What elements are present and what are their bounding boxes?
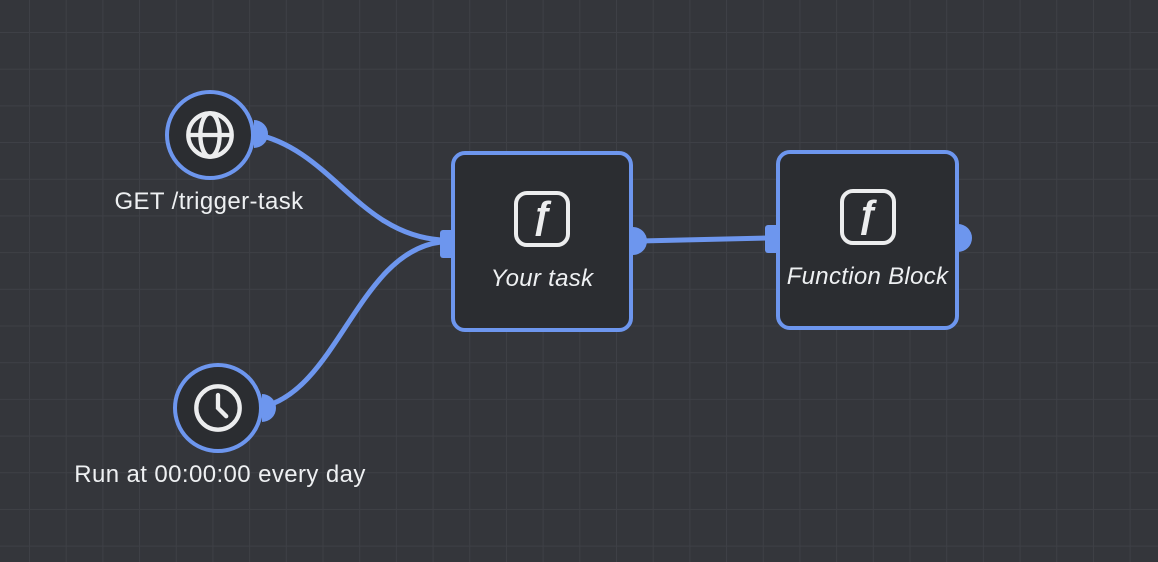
function-glyph: ƒ: [531, 195, 553, 237]
input-port[interactable]: [440, 230, 452, 258]
node-your-task[interactable]: ƒ Your task: [440, 151, 647, 332]
input-port[interactable]: [765, 225, 777, 253]
output-port[interactable]: [262, 394, 276, 422]
output-port[interactable]: [254, 120, 268, 148]
node-label-http-trigger: GET /trigger-task: [114, 188, 304, 215]
output-port[interactable]: [633, 227, 647, 255]
globe-icon: [186, 111, 234, 159]
node-function-block[interactable]: ƒ Function Block: [765, 150, 972, 330]
wire-http-trigger-to-your-task[interactable]: [252, 131, 444, 243]
node-label-function-block: Function Block: [786, 263, 949, 290]
function-icon: ƒ: [514, 190, 570, 247]
function-glyph: ƒ: [856, 193, 879, 236]
node-http-trigger[interactable]: [165, 90, 268, 180]
wire-your-task-to-function-block[interactable]: [637, 235, 771, 244]
node-label-your-task: Your task: [490, 264, 594, 292]
wire-schedule-trigger-to-your-task[interactable]: [259, 239, 444, 410]
node-label-schedule-trigger: Run at 00:00:00 every day: [74, 461, 366, 488]
output-port[interactable]: [958, 224, 972, 252]
function-icon: ƒ: [839, 189, 896, 245]
clock-icon: [194, 384, 242, 432]
node-schedule-trigger[interactable]: [173, 363, 276, 453]
